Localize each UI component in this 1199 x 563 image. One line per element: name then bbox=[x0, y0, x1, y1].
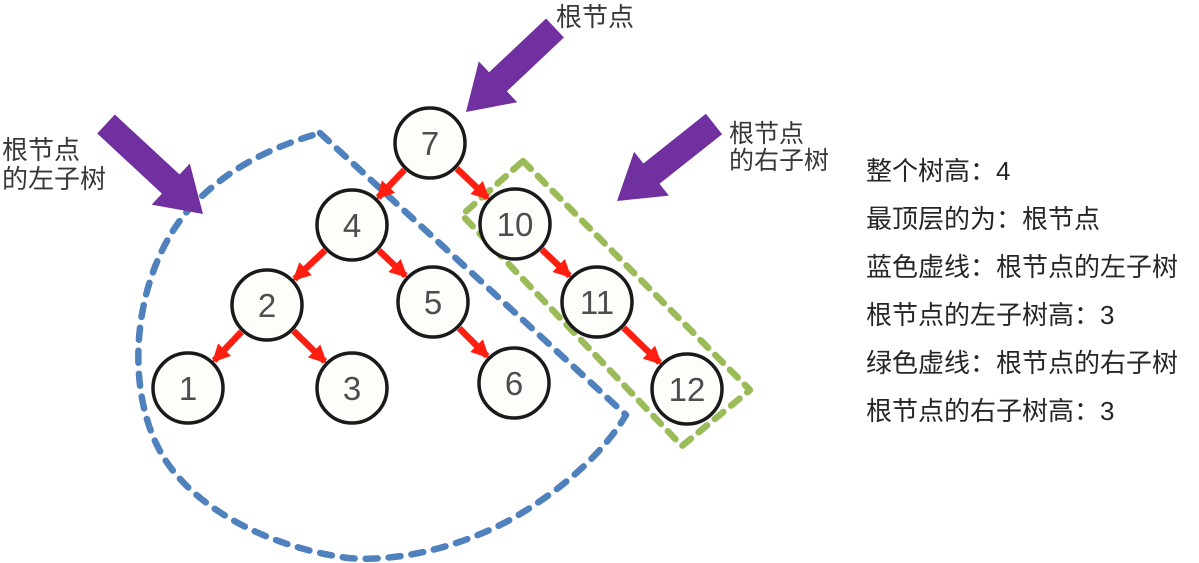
tree-node-circle-3 bbox=[315, 351, 389, 425]
tree-node-circle-12 bbox=[650, 352, 724, 426]
tree-node-3: 3 bbox=[315, 351, 389, 425]
info-line-top-level: 最顶层的为：根节点 bbox=[866, 204, 1101, 234]
tree-node-10: 10 bbox=[478, 187, 552, 261]
tree-node-value-10: 10 bbox=[497, 206, 534, 243]
tree-node-circle-2 bbox=[230, 268, 304, 342]
edge-2-1 bbox=[211, 329, 244, 363]
edge-7-4 bbox=[375, 167, 407, 200]
tree-node-circle-10 bbox=[478, 187, 552, 261]
tree-node-circle-11 bbox=[560, 265, 634, 339]
edge-5-6 bbox=[456, 325, 490, 359]
tree-node-5: 5 bbox=[396, 265, 470, 339]
tree-node-circle-4 bbox=[315, 188, 389, 262]
info-line-blue-dashed: 蓝色虚线：根节点的左子树 bbox=[866, 252, 1179, 282]
edge-4-5 bbox=[376, 248, 408, 279]
info-line-green-dashed: 绿色虚线：根节点的右子树 bbox=[866, 348, 1179, 378]
tree-node-4: 4 bbox=[315, 188, 389, 262]
tree-node-value-3: 3 bbox=[343, 370, 361, 407]
info-line-total-height: 整个树高：4 bbox=[866, 156, 1011, 186]
tree-node-1: 1 bbox=[151, 351, 225, 425]
tree-node-7: 7 bbox=[393, 106, 467, 180]
info-panel: 整个树高：4 最顶层的为：根节点 蓝色虚线：根节点的左子树 根节点的左子树高：3… bbox=[866, 147, 1178, 435]
edge-11-12 bbox=[621, 325, 662, 365]
tree-node-6: 6 bbox=[477, 346, 551, 420]
info-line-left-subtree-height: 根节点的左子树高：3 bbox=[866, 300, 1115, 330]
right-subtree-pointer-arrow bbox=[617, 113, 723, 201]
tree-node-value-6: 6 bbox=[505, 365, 523, 402]
left-subtree-label-line-1: 根节点 bbox=[2, 135, 81, 165]
tree-node-value-2: 2 bbox=[258, 287, 276, 324]
root-pointer-arrow bbox=[466, 18, 564, 112]
edge-2-3 bbox=[291, 328, 328, 364]
tree-node-circle-7 bbox=[393, 106, 467, 180]
left-subtree-pointer-label: 根节点 的左子树 bbox=[2, 136, 106, 194]
tree-node-value-4: 4 bbox=[343, 207, 361, 244]
tree-node-value-12: 12 bbox=[669, 371, 706, 408]
tree-node-circle-6 bbox=[477, 346, 551, 420]
info-line-right-subtree-height: 根节点的右子树高：3 bbox=[866, 396, 1115, 426]
edge-10-11 bbox=[539, 247, 572, 279]
right-subtree-pointer-label: 根节点 的右子树 bbox=[729, 121, 829, 175]
tree-node-11: 11 bbox=[560, 265, 634, 339]
tree-node-circle-1 bbox=[151, 351, 225, 425]
right-subtree-label-line-1: 根节点 bbox=[729, 120, 805, 148]
tree-node-circle-5 bbox=[396, 265, 470, 339]
edge-4-2 bbox=[292, 247, 328, 282]
tree-node-value-1: 1 bbox=[179, 370, 197, 407]
tree-node-2: 2 bbox=[230, 268, 304, 342]
left-subtree-pointer-arrow bbox=[97, 114, 203, 214]
tree-node-12: 12 bbox=[650, 352, 724, 426]
left-subtree-label-line-2: 的左子树 bbox=[2, 164, 107, 194]
edge-7-10 bbox=[454, 166, 490, 201]
tree-node-value-5: 5 bbox=[424, 284, 442, 321]
root-pointer-label: 根节点 bbox=[556, 2, 635, 32]
right-subtree-label-line-2: 的右子树 bbox=[729, 147, 830, 175]
tree-node-value-11: 11 bbox=[580, 284, 614, 321]
tree-node-value-7: 7 bbox=[421, 125, 439, 162]
